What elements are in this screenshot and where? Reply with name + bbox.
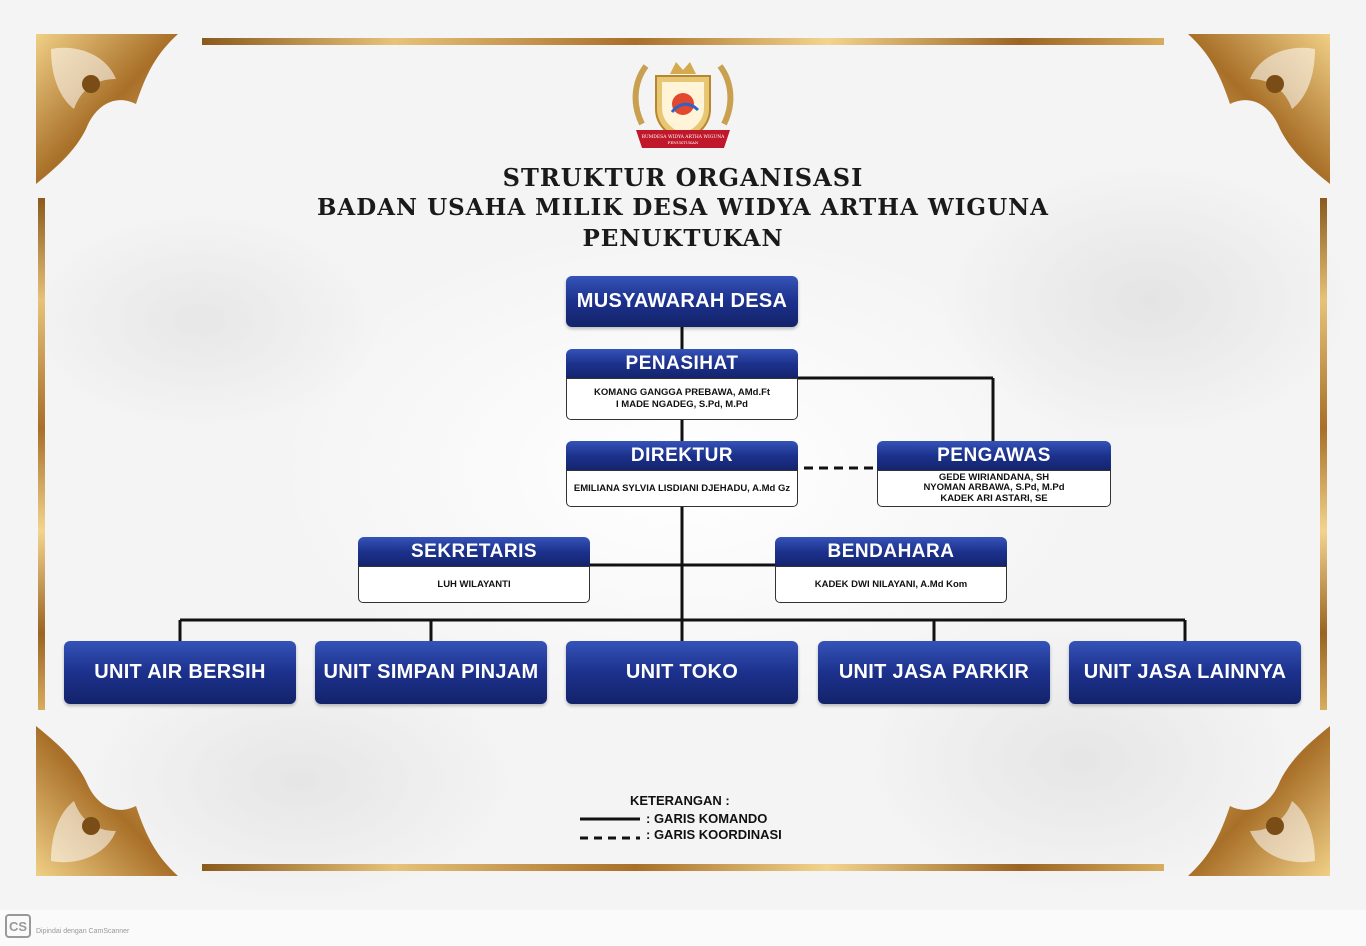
- pengawas-header: PENGAWAS: [877, 441, 1111, 471]
- frame-top-border: [202, 38, 1164, 45]
- unit-simpan-pinjam-box: UNIT SIMPAN PINJAM: [315, 641, 547, 704]
- pengawas-member: GEDE WIRIANDANA, SH: [938, 471, 1050, 483]
- sekretaris-member: LUH WILAYANTI: [437, 578, 511, 590]
- unit-jasa-parkir-box: UNIT JASA PARKIR: [818, 641, 1050, 704]
- title-line-3: PENUKTUKAN: [582, 225, 784, 252]
- corner-ornament-icon: [1188, 726, 1330, 876]
- corner-ornament-icon: [1188, 34, 1330, 184]
- title-line-2: BADAN USAHA MILIK DESA WIDYA ARTHA WIGUN…: [316, 194, 1050, 221]
- frame-right-border: [1320, 198, 1327, 710]
- logo-sub-text: PENUKTUKAN: [668, 140, 699, 145]
- camscanner-badge: CS: [5, 914, 31, 938]
- direktur-header: DIREKTUR: [566, 441, 798, 471]
- direktur-members: EMILIANA SYLVIA LISDIANI DJEHADU, A.Md G…: [566, 470, 798, 507]
- sekretaris-members: LUH WILAYANTI: [358, 566, 590, 603]
- direktur-member: EMILIANA SYLVIA LISDIANI DJEHADU, A.Md G…: [573, 482, 791, 494]
- sekretaris-header: SEKRETARIS: [358, 537, 590, 567]
- legend-title: KETERANGAN :: [630, 793, 730, 808]
- legend-dashed-label: : GARIS KOORDINASI: [646, 827, 782, 842]
- musyawarah-desa-box: MUSYAWARAH DESA: [566, 276, 798, 327]
- footer-strip: [0, 910, 1366, 946]
- penasihat-member: KOMANG GANGGA PREBAWA, AMd.Ft: [593, 387, 771, 398]
- legend-solid-label: : GARIS KOMANDO: [646, 811, 768, 826]
- penasihat-header: PENASIHAT: [566, 349, 798, 379]
- pengawas-member: NYOMAN ARBAWA, S.Pd, M.Pd: [923, 482, 1065, 494]
- pengawas-member: KADEK ARI ASTARI, SE: [940, 492, 1048, 504]
- unit-air-bersih-box: UNIT AIR BERSIH: [64, 641, 296, 704]
- corner-ornament-icon: [36, 726, 178, 876]
- pengawas-members: GEDE WIRIANDANA, SH NYOMAN ARBAWA, S.Pd,…: [877, 470, 1111, 507]
- corner-ornament-icon: [36, 34, 178, 184]
- frame-left-border: [38, 198, 45, 710]
- penasihat-member: I MADE NGADEG, S.Pd, M.Pd: [616, 399, 748, 410]
- unit-toko-box: UNIT TOKO: [566, 641, 798, 704]
- logo-banner-text: BUMDESA WIDYA ARTHA WIGUNA: [642, 134, 726, 140]
- bendahara-header: BENDAHARA: [775, 537, 1007, 567]
- frame-bottom-border: [202, 864, 1164, 871]
- unit-jasa-lainnya-box: UNIT JASA LAINNYA: [1069, 641, 1301, 704]
- bendahara-member: KADEK DWI NILAYANI, A.Md Kom: [814, 578, 968, 590]
- bumdes-logo-icon: BUMDESA WIDYA ARTHA WIGUNA PENUKTUKAN: [632, 62, 734, 148]
- camscanner-text: Dipindai dengan CamScanner: [36, 928, 130, 935]
- title-line-1: STRUKTUR ORGANISASI: [502, 163, 864, 192]
- penasihat-members: KOMANG GANGGA PREBAWA, AMd.Ft I MADE NGA…: [566, 378, 798, 420]
- connector-lines: [178, 326, 1187, 840]
- bendahara-members: KADEK DWI NILAYANI, A.Md Kom: [775, 566, 1007, 603]
